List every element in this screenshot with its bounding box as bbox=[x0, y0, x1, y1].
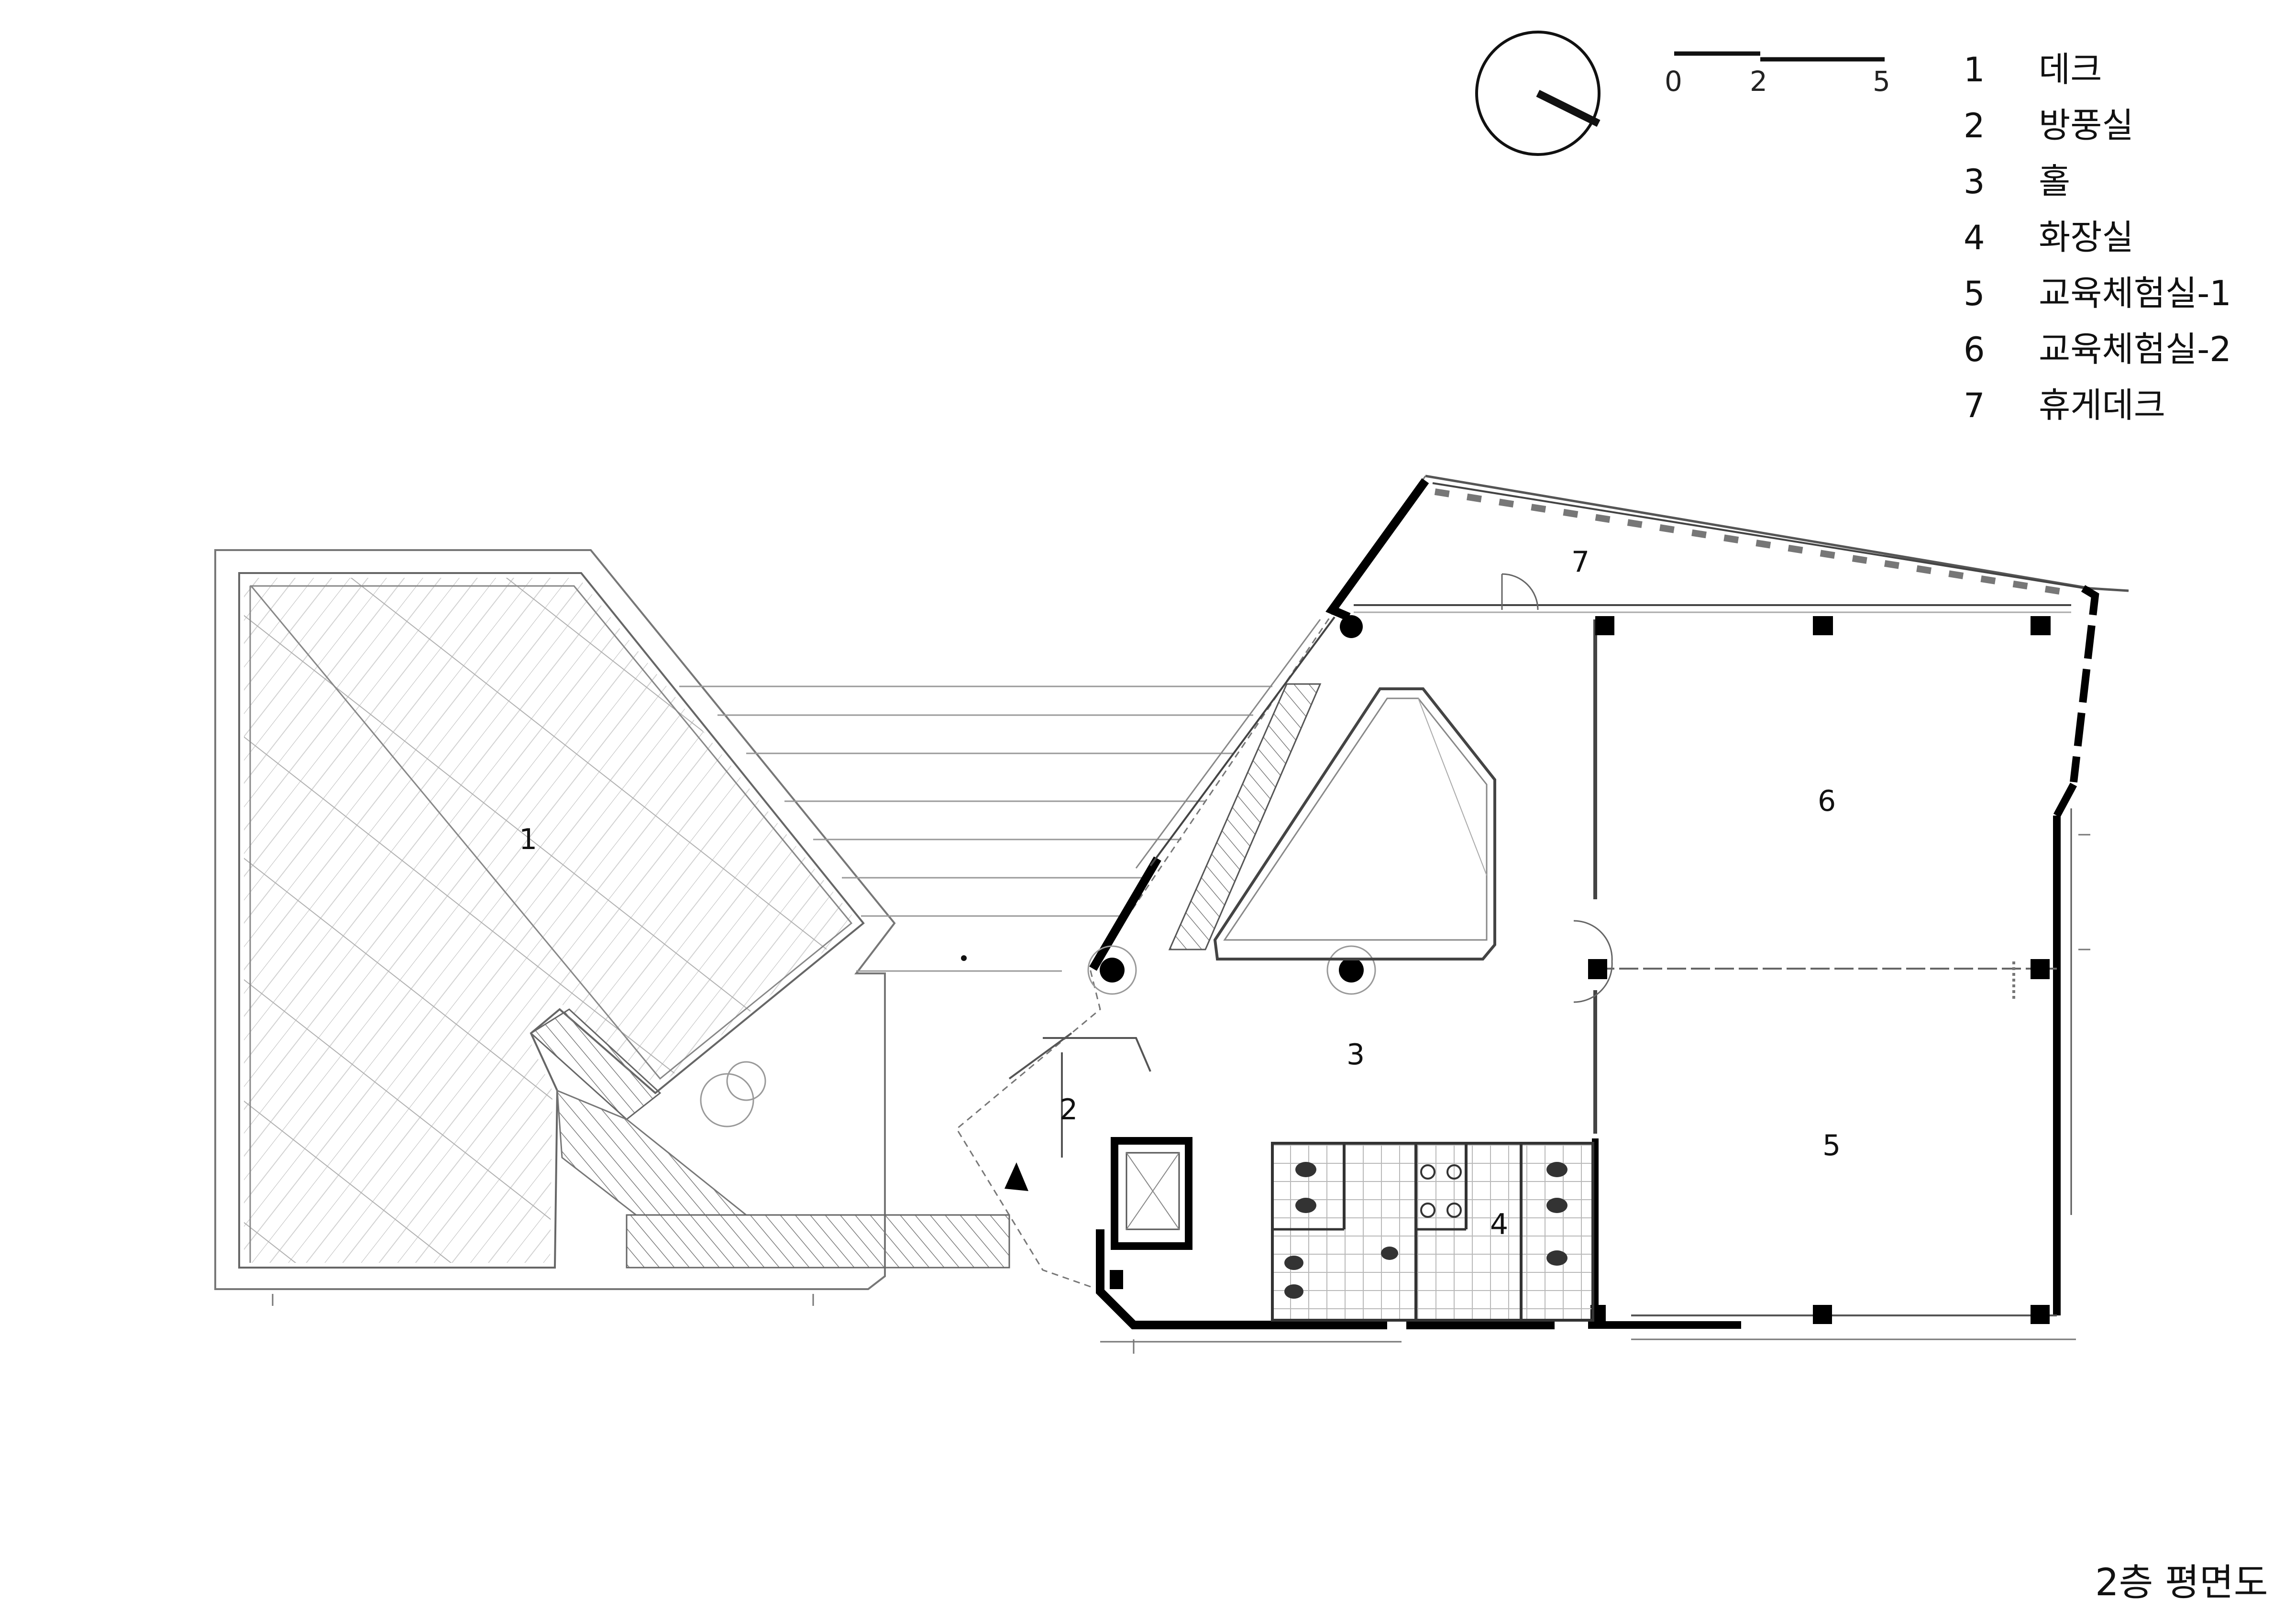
deck-area bbox=[214, 549, 896, 1290]
legend-num-4: 4 bbox=[1964, 218, 1985, 257]
walkway-lines bbox=[679, 685, 1272, 972]
doorways bbox=[1501, 573, 2015, 1003]
drawing-title: 2층 평면도 bbox=[2095, 1561, 2268, 1604]
room-legend: 1 데크 2 방풍실 3 홀 4 화장실 5 교육체험실-1 6 교육체험실-2… bbox=[1964, 49, 2231, 425]
legend-name-4: 화장실 bbox=[2039, 217, 2134, 257]
scale-bar: 0 2 5 bbox=[1665, 51, 1890, 98]
room-label-4: 4 bbox=[1490, 1208, 1508, 1241]
elevator-core bbox=[1110, 1137, 1192, 1289]
deck-stair bbox=[530, 1008, 1010, 1269]
legend-name-7: 휴게데크 bbox=[2039, 385, 2165, 425]
room-label-6: 6 bbox=[1818, 784, 1836, 818]
legend-name-3: 홀 bbox=[2039, 161, 2070, 201]
legend-name-6: 교육체험실-2 bbox=[2039, 329, 2231, 369]
legend-name-1: 데크 bbox=[2039, 49, 2102, 89]
scale-tick-0: 0 bbox=[1665, 65, 1682, 98]
grid-markers bbox=[272, 834, 2090, 1354]
vestibule bbox=[1004, 1032, 1151, 1191]
restroom bbox=[1271, 1142, 1594, 1322]
room-label-5: 5 bbox=[1822, 1129, 1841, 1162]
legend-num-7: 7 bbox=[1964, 386, 1985, 425]
building-outline bbox=[956, 475, 2129, 1343]
atrium-void bbox=[1213, 687, 1496, 961]
room-label-1: 1 bbox=[519, 823, 537, 856]
legend-name-2: 방풍실 bbox=[2039, 105, 2134, 145]
legend-num-1: 1 bbox=[1964, 50, 1985, 89]
room-label-2: 2 bbox=[1060, 1093, 1078, 1126]
scale-tick-2: 2 bbox=[1750, 65, 1767, 98]
scale-tick-5: 5 bbox=[1873, 65, 1890, 98]
terrace-railing bbox=[1434, 488, 2072, 596]
room-label-7: 7 bbox=[1571, 545, 1590, 579]
main-stair bbox=[1168, 683, 1322, 950]
room-label-3: 3 bbox=[1347, 1038, 1365, 1071]
legend-num-6: 6 bbox=[1964, 330, 1985, 369]
legend-num-2: 2 bbox=[1964, 106, 1985, 145]
legend-num-5: 5 bbox=[1964, 274, 1985, 313]
legend-num-3: 3 bbox=[1964, 162, 1985, 201]
legend-name-5: 교육체험실-1 bbox=[2039, 273, 2231, 313]
north-arrow-icon bbox=[1475, 31, 1601, 156]
